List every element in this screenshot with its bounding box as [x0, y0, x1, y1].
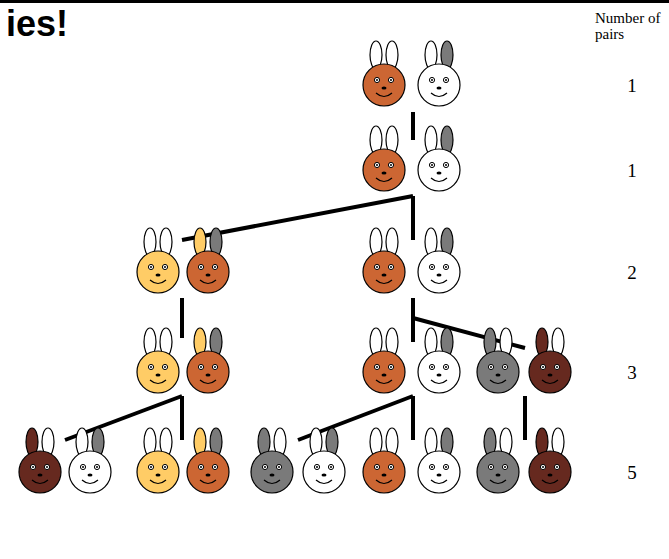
- pair-count: 2: [612, 262, 652, 284]
- bunny: [137, 328, 179, 393]
- bunny: [418, 126, 460, 191]
- bunny: [363, 228, 405, 293]
- bunny: [137, 228, 179, 293]
- bunny: [69, 428, 111, 493]
- pair-count: 3: [612, 362, 652, 384]
- bunny-pairs: [19, 41, 571, 493]
- bunny: [363, 428, 405, 493]
- pair-count: 1: [612, 75, 652, 97]
- bunny: [529, 328, 571, 393]
- bunny: [529, 428, 571, 493]
- bunny: [19, 428, 61, 493]
- pair-count: 5: [612, 462, 652, 484]
- pair-count: 1: [612, 160, 652, 182]
- column-heading: Number of pairs: [595, 10, 665, 42]
- bunny: [418, 328, 460, 393]
- bunny: [477, 328, 519, 393]
- bunny: [303, 428, 345, 493]
- bunny: [137, 428, 179, 493]
- bunny: [418, 41, 460, 106]
- bunny: [187, 328, 229, 393]
- bunny: [251, 428, 293, 493]
- page-title: ies!: [6, 4, 68, 44]
- bunny: [187, 228, 229, 293]
- bunny: [418, 228, 460, 293]
- top-rule: [0, 0, 669, 3]
- bunny: [418, 428, 460, 493]
- bunny: [363, 328, 405, 393]
- bunny: [363, 126, 405, 191]
- tree-lines: [65, 112, 525, 440]
- bunny: [187, 428, 229, 493]
- bunny: [477, 428, 519, 493]
- bunny: [363, 41, 405, 106]
